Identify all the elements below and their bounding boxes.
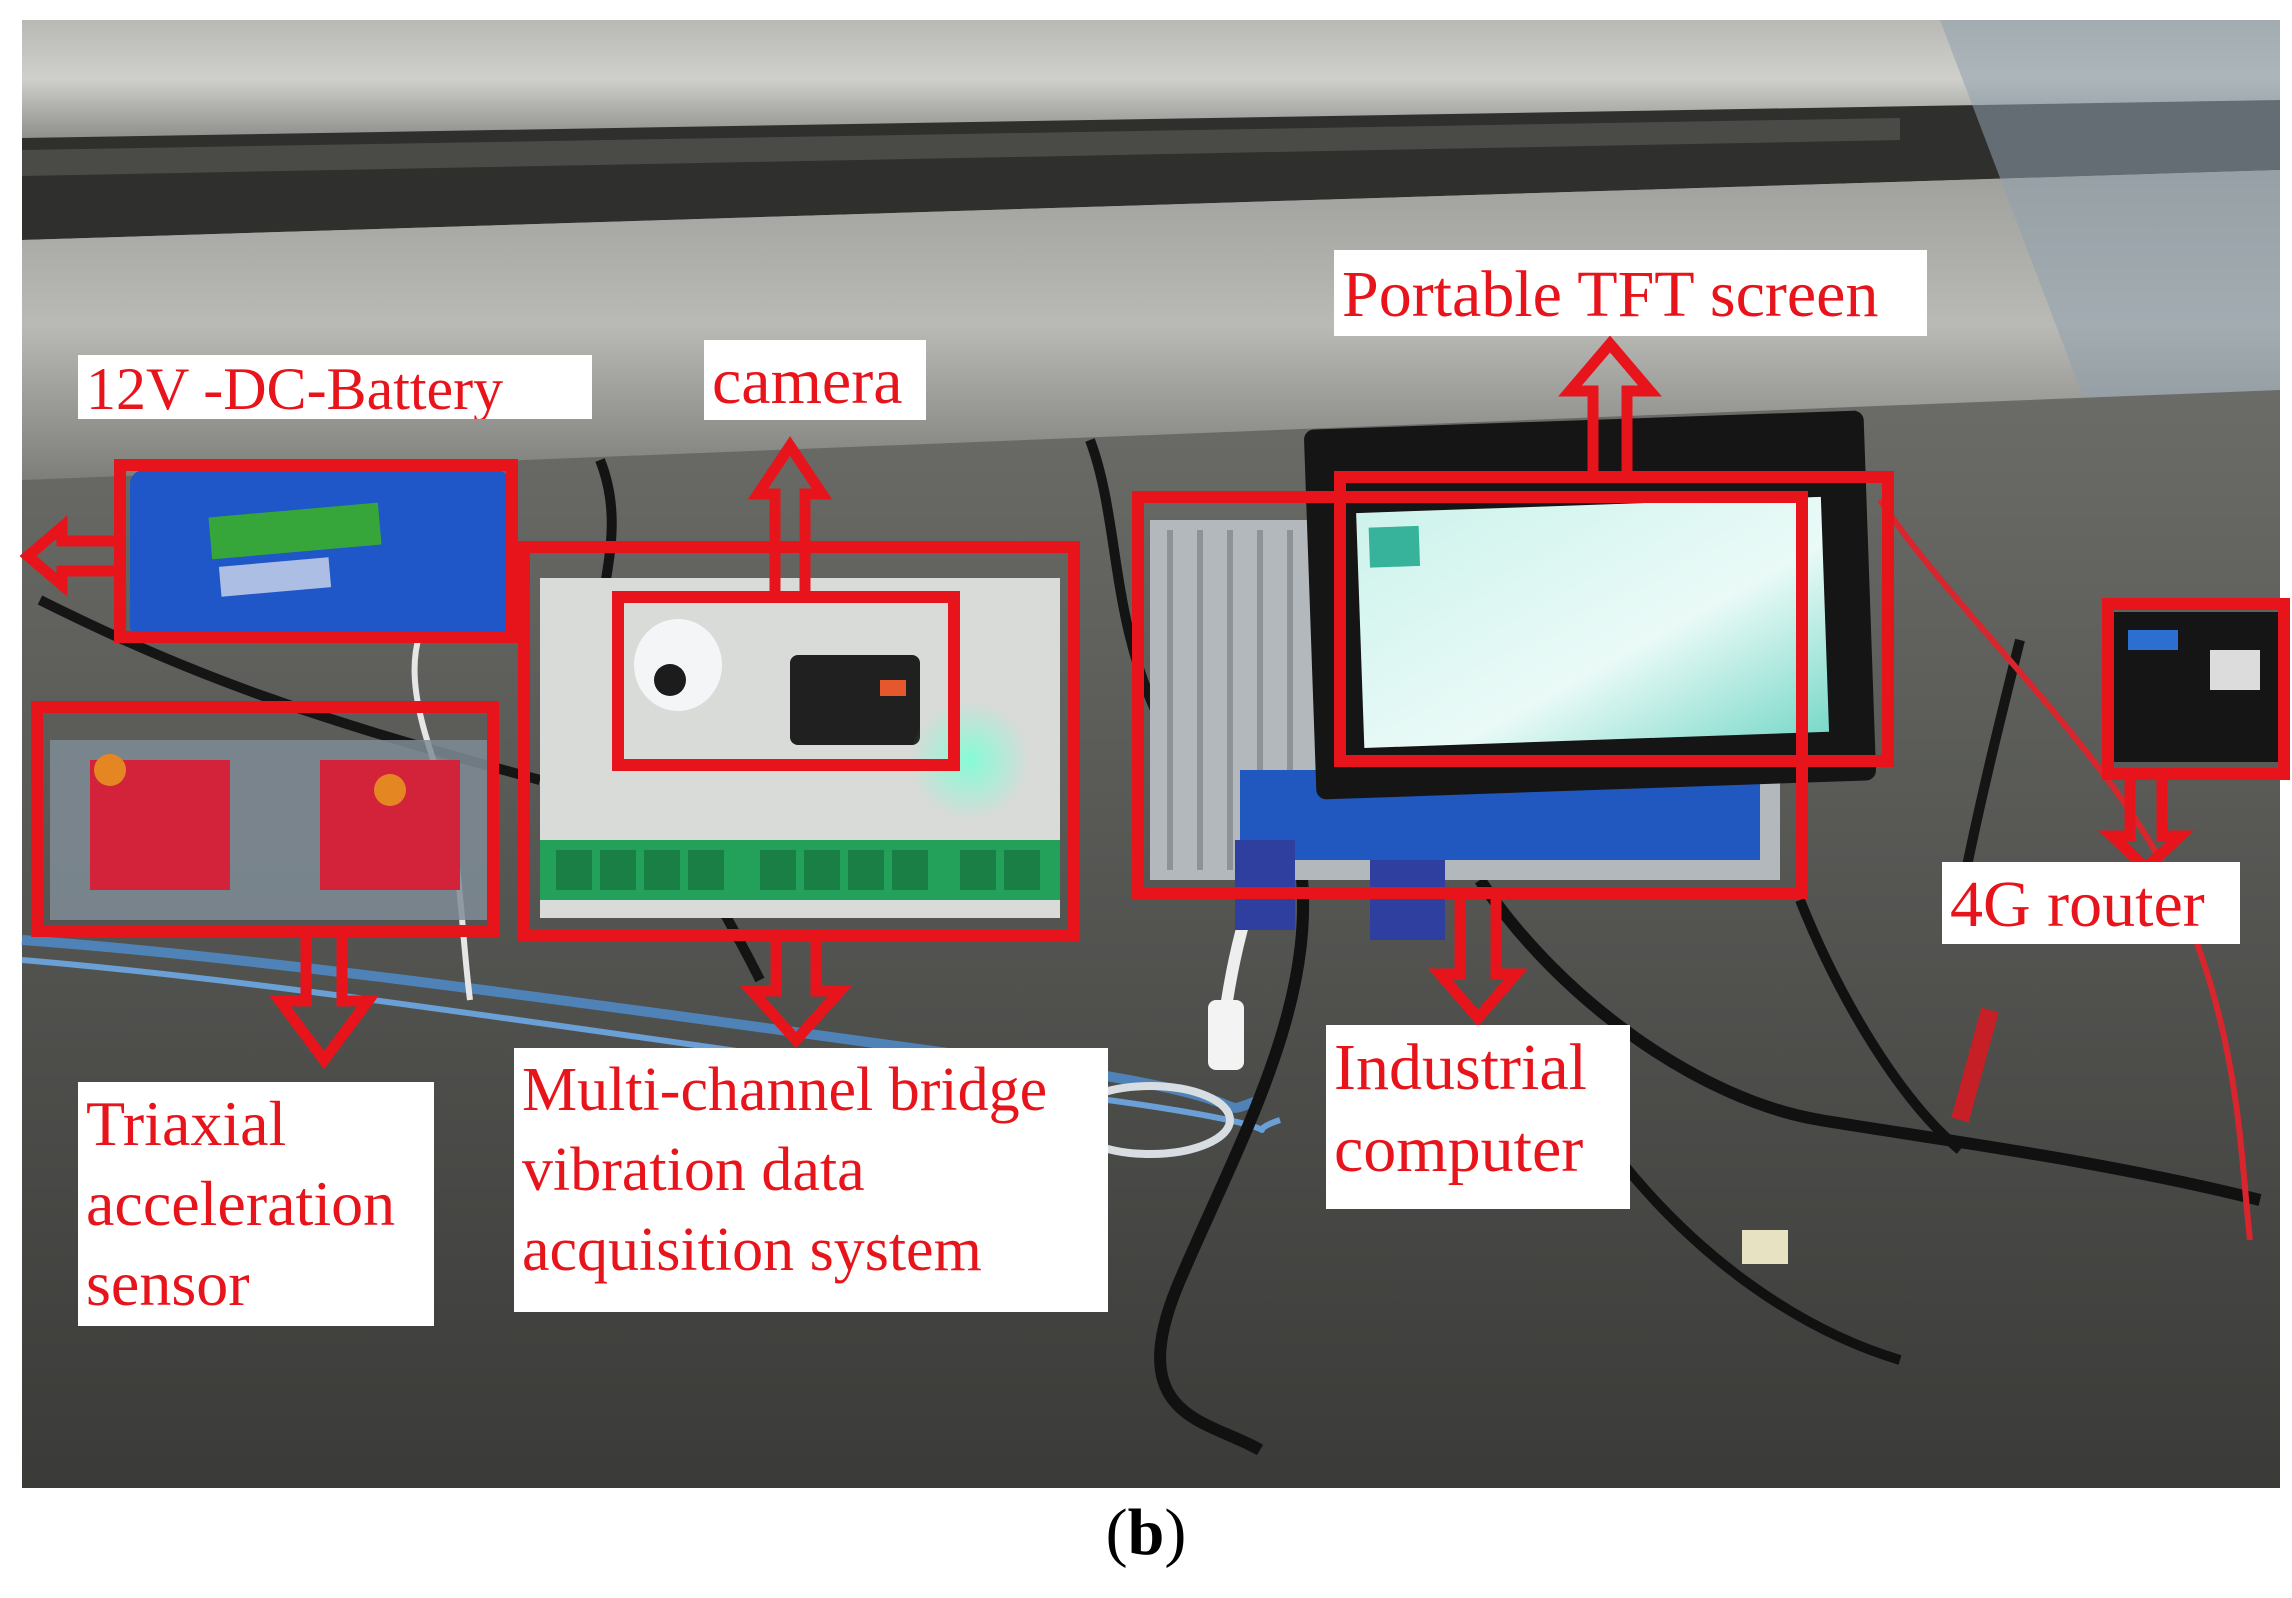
sensor-box [31, 701, 499, 937]
label-line: sensor [86, 1248, 250, 1319]
caption-letter: b [1127, 1496, 1165, 1569]
label-line: vibration data [522, 1136, 865, 1204]
label-line: computer [1334, 1113, 1584, 1186]
label-line: acceleration [86, 1168, 396, 1239]
caption-close: ) [1164, 1496, 1187, 1569]
label-line: Triaxial [86, 1088, 287, 1159]
caption-open: ( [1105, 1496, 1128, 1569]
label-line: acquisition system [522, 1216, 982, 1284]
label-triaxial-acceleration-sensor: Triaxial acceleration sensor [78, 1082, 434, 1326]
label-camera: camera [704, 340, 926, 420]
router-box [2102, 598, 2290, 780]
label-line: Industrial [1334, 1031, 1587, 1104]
label-industrial-computer: Industrial computer [1326, 1025, 1630, 1209]
label-portable-tft-screen: Portable TFT screen [1334, 250, 1927, 336]
label-line: Multi-channel bridge [522, 1056, 1048, 1124]
label-battery: 12V -DC-Battery [78, 355, 592, 419]
figure-caption: (b) [0, 1495, 2292, 1571]
label-data-acquisition-system: Multi-channel bridge vibration data acqu… [514, 1048, 1108, 1312]
label-4g-router: 4G router [1942, 862, 2240, 944]
